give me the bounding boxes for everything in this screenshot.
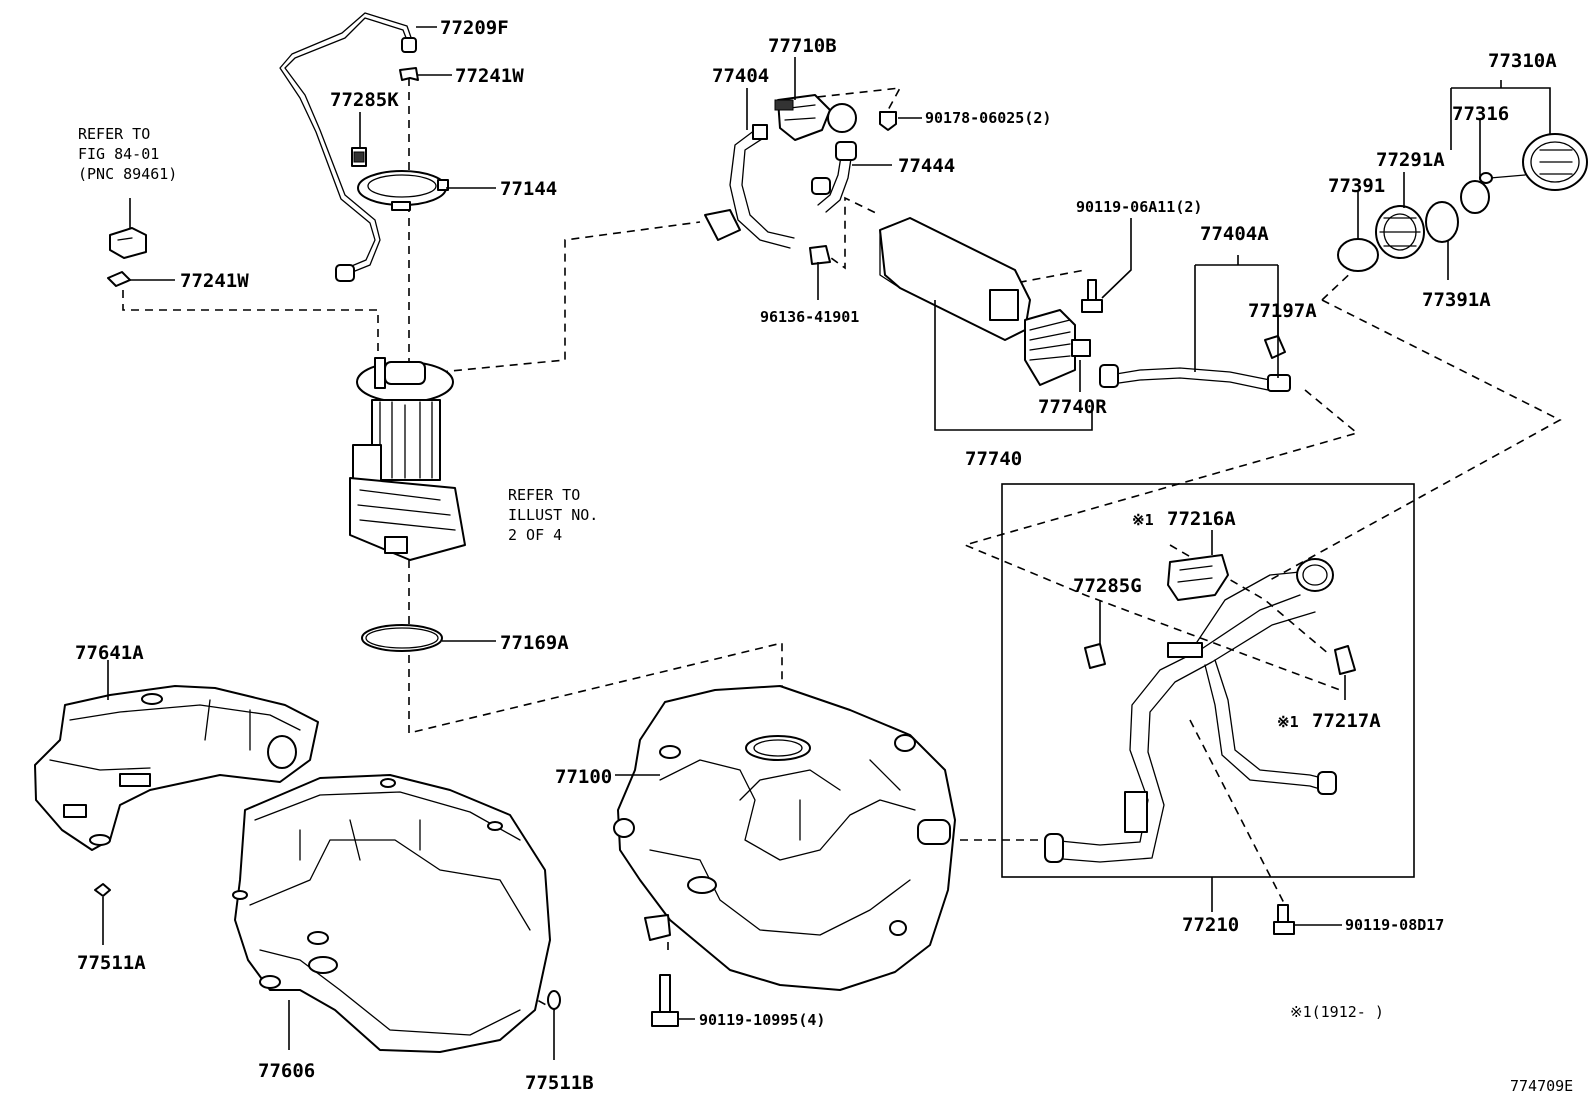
label-77444[interactable]: 77444	[898, 155, 955, 177]
label-90119-08D17[interactable]: 90119-08D17	[1345, 916, 1444, 934]
ring-77144	[357, 170, 449, 211]
tether-77316	[1479, 172, 1526, 184]
label-77606[interactable]: 77606	[258, 1060, 315, 1082]
clip-77285G	[1084, 643, 1106, 669]
clip-77285K	[351, 147, 367, 167]
pad-77511B	[547, 990, 561, 1010]
label-77285K[interactable]: 77285K	[330, 89, 399, 111]
fuel-pump-module	[349, 357, 466, 561]
hose-77404	[704, 124, 795, 249]
gasket-77391	[1337, 238, 1379, 272]
clip-77197A	[1264, 335, 1286, 359]
label-77241W-left[interactable]: 77241W	[180, 270, 249, 292]
label-77316[interactable]: 77316	[1452, 103, 1509, 125]
label-77197A[interactable]: 77197A	[1248, 300, 1317, 322]
label-77169A[interactable]: 77169A	[500, 632, 569, 654]
label-77216A[interactable]: 77216A	[1167, 508, 1236, 530]
fuel-tank-77100	[613, 685, 956, 991]
inlet-pipe-77210	[1044, 558, 1337, 863]
label-77740R[interactable]: 77740R	[1038, 396, 1107, 418]
canister-77740	[879, 217, 1091, 386]
refer-illust-line3: 2 OF 4	[508, 526, 562, 544]
label-96136-41901[interactable]: 96136-41901	[760, 308, 859, 326]
tube-77209F	[279, 12, 417, 282]
clip-77241W-left	[107, 271, 131, 287]
part-labels: 77209F 77241W 77285K 77144 77241W 77169A…	[75, 17, 1557, 1094]
gasket-77316-ring	[1460, 180, 1490, 214]
filler-neck-77291A	[1375, 205, 1425, 259]
label-77740[interactable]: 77740	[965, 448, 1022, 470]
label-77404[interactable]: 77404	[712, 65, 769, 87]
protector-77216A	[1167, 554, 1229, 601]
label-77310A[interactable]: 77310A	[1488, 50, 1557, 72]
label-77291A[interactable]: 77291A	[1376, 149, 1445, 171]
label-77511B[interactable]: 77511B	[525, 1072, 594, 1094]
label-90178-06025[interactable]: 90178-06025(2)	[925, 109, 1051, 127]
gasket-77391A	[1425, 201, 1459, 243]
clip-77217A	[1334, 645, 1356, 675]
label-77210[interactable]: 77210	[1182, 914, 1239, 936]
pad-77511A	[94, 883, 111, 897]
refer-fig-line1: REFER TO	[78, 125, 150, 143]
clip-77241W-top	[399, 67, 419, 81]
refer-illust-note: REFER TO ILLUST NO. 2 OF 4	[508, 486, 598, 544]
hose-77404A	[1099, 364, 1291, 392]
label-77710B[interactable]: 77710B	[768, 35, 837, 57]
label-77217A-mark: ※1	[1277, 713, 1299, 731]
bolt-90119-06A11	[1081, 279, 1103, 313]
label-77285G[interactable]: 77285G	[1073, 575, 1142, 597]
label-77216A-mark: ※1	[1132, 511, 1154, 529]
valve-77710B	[774, 94, 857, 141]
refer-illust-line2: ILLUST NO.	[508, 506, 598, 524]
diagram-id: 774709E	[1510, 1077, 1573, 1095]
label-77100[interactable]: 77100	[555, 766, 612, 788]
bolt-90119-08D17	[1273, 904, 1295, 935]
label-77241W-top[interactable]: 77241W	[455, 65, 524, 87]
bolt-90178-06025	[879, 111, 897, 131]
refer-illust-line1: REFER TO	[508, 486, 580, 504]
label-77511A[interactable]: 77511A	[77, 952, 146, 974]
gasket-77169A	[361, 624, 443, 652]
protector-77606	[232, 774, 551, 1053]
fuel-cap-77310A	[1522, 133, 1588, 191]
label-77209F[interactable]: 77209F	[440, 17, 509, 39]
protector-77641A	[34, 685, 319, 851]
refer-fig-line2: FIG 84-01	[78, 145, 159, 163]
leader-lines	[102, 26, 1551, 1060]
label-77391A[interactable]: 77391A	[1422, 289, 1491, 311]
refer-fig-note: REFER TO FIG 84-01 (PNC 89461)	[78, 125, 177, 183]
clip-96136-41901	[809, 245, 831, 265]
hose-77444	[811, 141, 857, 213]
label-90119-06A11[interactable]: 90119-06A11(2)	[1076, 198, 1202, 216]
refer-fig-line3: (PNC 89461)	[78, 165, 177, 183]
label-90119-10995[interactable]: 90119-10995(4)	[699, 1011, 825, 1029]
label-77217A[interactable]: 77217A	[1312, 710, 1381, 732]
footnote: ※1(1912- )	[1290, 1003, 1384, 1021]
label-77641A[interactable]: 77641A	[75, 642, 144, 664]
connector-89461	[109, 227, 147, 259]
label-77144[interactable]: 77144	[500, 178, 557, 200]
label-77391[interactable]: 77391	[1328, 175, 1385, 197]
inset-box-77210	[1001, 483, 1415, 878]
label-77404A[interactable]: 77404A	[1200, 223, 1269, 245]
bolt-90119-10995	[651, 974, 679, 1027]
